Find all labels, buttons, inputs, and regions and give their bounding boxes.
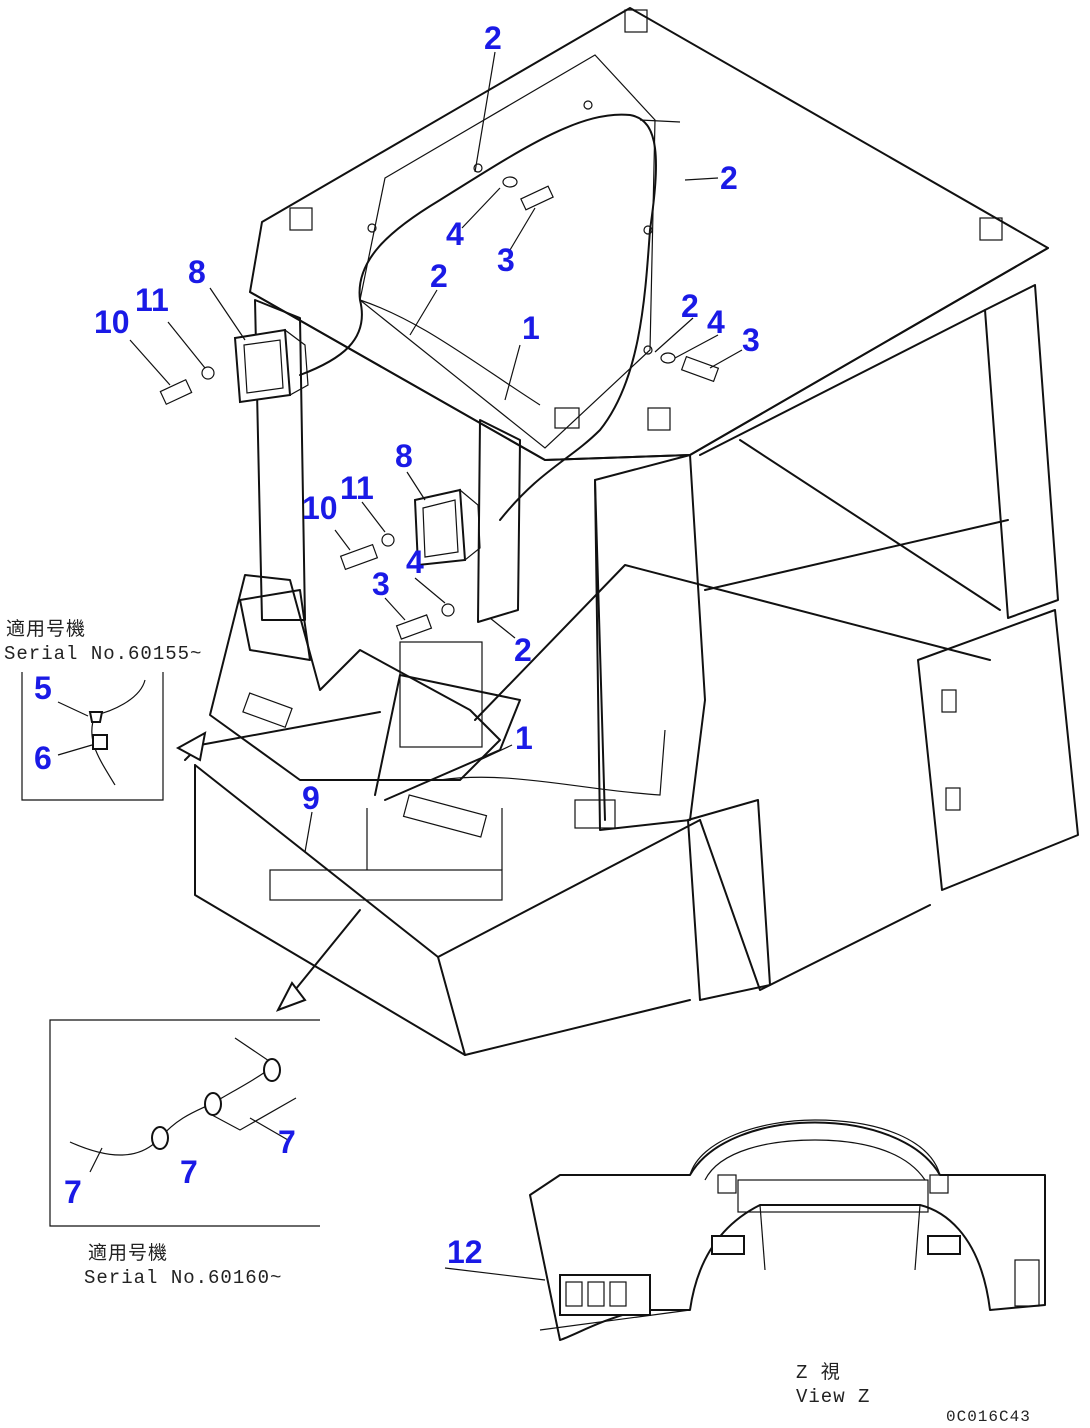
callout-5: 5 xyxy=(34,670,52,706)
view-label-jp: Z 視 xyxy=(796,1362,841,1384)
callout-7: 7 xyxy=(278,1124,296,1160)
callout-11: 11 xyxy=(340,470,374,506)
callout-8: 8 xyxy=(395,438,413,474)
callout-7: 7 xyxy=(64,1174,82,1210)
callout-3: 3 xyxy=(742,322,760,358)
callout-3: 3 xyxy=(372,566,390,602)
callout-3: 3 xyxy=(497,242,515,278)
detail-inset-serial-60160 xyxy=(49,1019,320,1227)
callout-4: 4 xyxy=(707,304,725,340)
roof-harness xyxy=(299,100,720,521)
cab-frame xyxy=(175,284,1079,1056)
callout-9: 9 xyxy=(302,780,320,816)
serial-note-bottom: Serial No.60160~ xyxy=(84,1267,283,1289)
callout-2: 2 xyxy=(484,20,502,56)
callout-2: 2 xyxy=(720,160,738,196)
callout-1: 1 xyxy=(515,720,533,756)
drawing-code: 0C016C43 xyxy=(946,1408,1031,1426)
work-lamp-lower xyxy=(339,488,481,640)
callout-10: 10 xyxy=(94,304,130,340)
detail-inset-serial-60155 xyxy=(21,672,164,801)
callout-2: 2 xyxy=(681,288,699,324)
dashboard-view-z xyxy=(529,1119,1046,1341)
work-lamp-upper xyxy=(159,328,309,406)
serial-note-bottom-jp: 適用号機 xyxy=(88,1243,169,1265)
callout-12: 12 xyxy=(447,1234,483,1270)
callout-10: 10 xyxy=(302,490,338,526)
callout-11: 11 xyxy=(135,282,169,318)
callout-6: 6 xyxy=(34,740,52,776)
callout-8: 8 xyxy=(188,254,206,290)
callout-2: 2 xyxy=(430,258,448,294)
callout-4: 4 xyxy=(406,544,424,580)
callout-1: 1 xyxy=(522,310,540,346)
callout-2: 2 xyxy=(514,632,532,668)
callout-7: 7 xyxy=(180,1154,198,1190)
serial-note-top-jp: 適用号機 xyxy=(6,619,87,641)
callout-4: 4 xyxy=(446,216,464,252)
leader-lines xyxy=(129,51,743,1281)
serial-note-top: Serial No.60155~ xyxy=(4,643,203,665)
view-label: View Z xyxy=(796,1386,871,1408)
